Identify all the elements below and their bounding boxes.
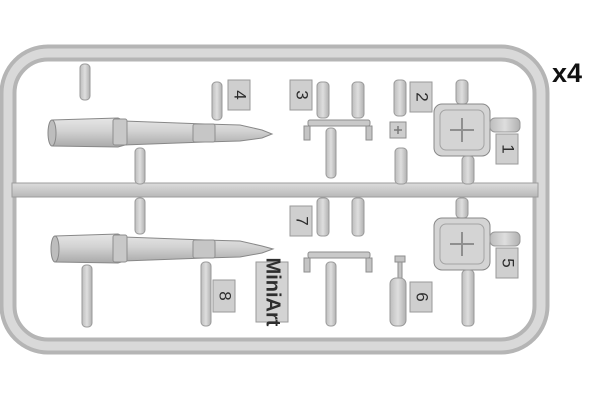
shell-top [47,117,274,148]
quantity-label: x4 [552,58,583,88]
canister-top [433,79,521,185]
bracket-bottom [303,197,373,327]
shell-bottom [50,233,275,264]
gate [200,261,212,327]
part-number-6: 6 [413,292,432,301]
part-number-tag-4: 4 [227,79,251,111]
part-number-tag-2: 2 [409,81,433,113]
small-part-2 [389,79,408,185]
sprue-runner-middle [11,182,539,198]
part-number-5: 5 [499,258,518,267]
gate [134,147,146,185]
part-number-tag-1: 1 [495,133,519,165]
small-part-6 [389,255,407,327]
part-number-4: 4 [231,90,250,99]
part-number-2: 2 [413,92,432,101]
sprue-frame-highlight [3,48,546,351]
bracket-top [303,81,373,179]
gate [79,63,91,101]
part-number-tag-3: 3 [289,79,313,111]
gate [81,264,93,328]
gate [211,81,223,121]
part-number-tag-8: 8 [212,279,236,313]
part-number-1: 1 [499,144,518,153]
logo-text: MiniArt [262,258,284,327]
part-number-tag-6: 6 [409,281,433,313]
gate [134,197,146,235]
part-number-7: 7 [293,216,312,225]
logo-tag: MiniArt [255,258,289,327]
part-number-tag-7: 7 [289,205,313,237]
part-number-8: 8 [216,291,235,300]
part-number-3: 3 [293,90,312,99]
canister-bottom [433,197,521,327]
part-number-tag-5: 5 [495,247,519,279]
